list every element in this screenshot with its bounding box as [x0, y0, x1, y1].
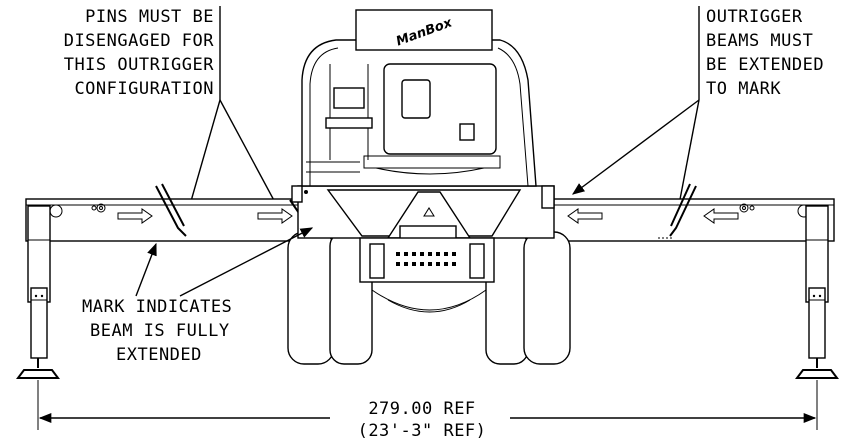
control-knob: [459, 123, 475, 141]
pins-callout-line-1: PINS MUST BE: [85, 7, 214, 27]
beams-callout-line-2: BEAMS MUST: [706, 31, 813, 51]
axle-teeth: [396, 252, 456, 266]
outrigger-leg-left: [16, 205, 60, 379]
outrigger-leg-right: [795, 205, 839, 379]
cab-window: [383, 63, 497, 155]
beams-leader-center: [571, 99, 700, 195]
pins-callout-line-3: THIS OUTRIGGER: [64, 55, 215, 75]
pins-callout-line-4: CONFIGURATION: [74, 79, 214, 99]
wheel-right-outer: [523, 231, 571, 365]
chassis: [291, 185, 555, 283]
mark-callout: MARK INDICATES BEAM IS FULLY EXTENDED: [82, 227, 314, 365]
dimension-secondary: (23'-3" REF): [358, 421, 487, 441]
beam-mark-left: [155, 183, 187, 237]
overall-dimension: 279.00 REF (23'-3" REF): [37, 380, 818, 441]
beams-callout-line-3: BE EXTENDED: [706, 55, 824, 75]
wheel-left-outer: [287, 231, 335, 365]
mark-callout-line-2: BEAM IS FULLY: [90, 321, 230, 341]
machine-upper: ManBox: [301, 9, 537, 187]
mark-leader-center: [179, 227, 314, 297]
pins-callout: PINS MUST BE DISENGAGED FOR THIS OUTRIGG…: [64, 6, 292, 238]
beams-callout-line-1: OUTRIGGER: [706, 7, 803, 27]
logo-panel: [355, 9, 493, 51]
beam-mark-right: [669, 183, 697, 237]
beam-direction-arrows: [117, 208, 739, 224]
mark-leader-left: [135, 242, 157, 297]
mark-callout-line-3: EXTENDED: [116, 345, 202, 365]
pins-callout-line-2: DISENGAGED FOR: [64, 31, 215, 51]
beams-callout: OUTRIGGER BEAMS MUST BE EXTENDED TO MARK: [571, 6, 824, 238]
beams-callout-line-4: TO MARK: [706, 79, 781, 99]
mark-callout-line-1: MARK INDICATES: [82, 297, 232, 317]
dimension-primary: 279.00 REF: [368, 399, 475, 419]
